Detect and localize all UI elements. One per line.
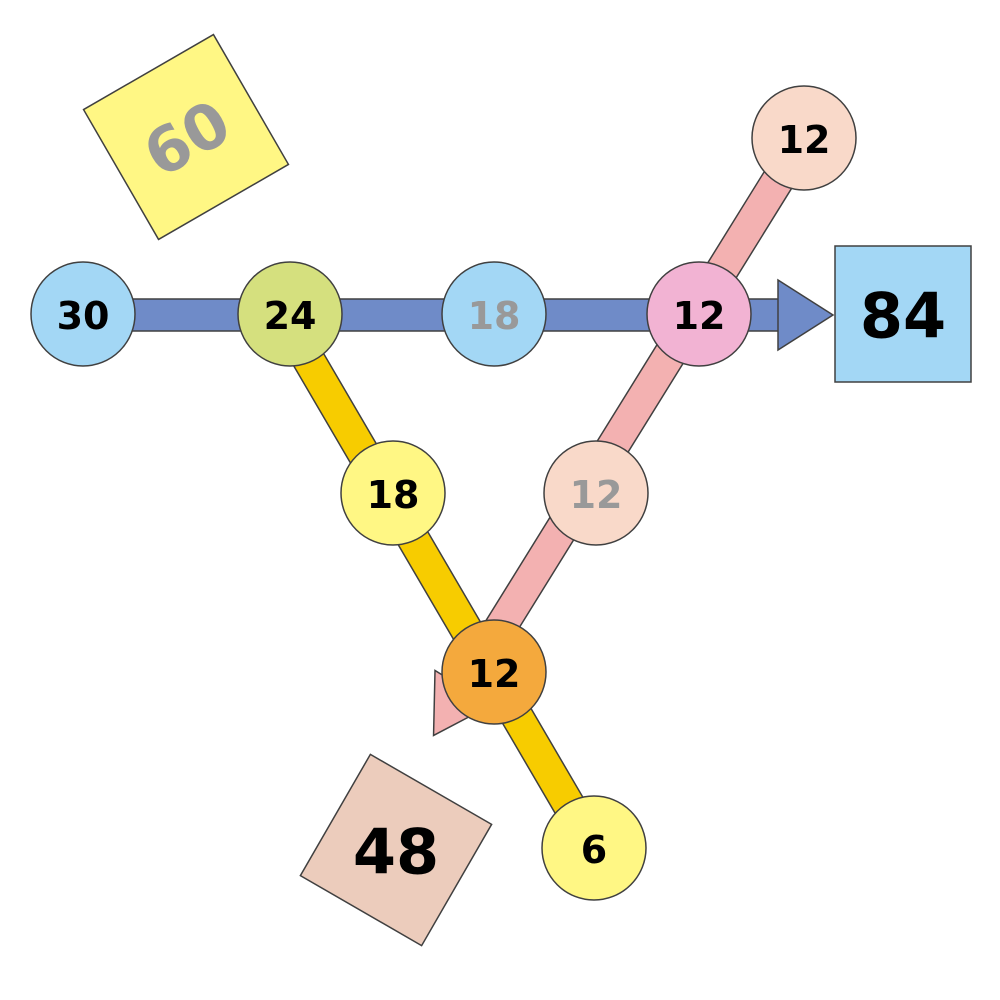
circle-pink-mid-value: 12 — [570, 473, 623, 517]
circle-blue-yellow-crossing-value: 24 — [264, 294, 317, 338]
circle-pink-mid: 12 — [543, 440, 649, 546]
box-blue-end: 84 — [834, 245, 972, 383]
circle-yellow-mid: 18 — [340, 440, 446, 546]
pink-arrow-shaft — [446, 128, 819, 700]
arrows-layer — [84, 128, 835, 858]
circle-yellow-start-value: 6 — [581, 828, 607, 872]
yellow-arrow-shaft — [276, 320, 609, 858]
circle-yellow-pink-crossing-value: 12 — [468, 652, 521, 696]
box-yellow-end: 60 — [82, 33, 290, 241]
blue-arrow-head — [777, 278, 835, 352]
circle-blue-start-value: 30 — [57, 294, 110, 338]
circle-blue-yellow-crossing: 24 — [237, 261, 343, 367]
box-blue-end-value: 84 — [860, 280, 946, 353]
circle-pink-start-value: 12 — [778, 118, 831, 162]
circle-pink-start: 12 — [751, 85, 857, 191]
circle-blue-start: 30 — [30, 261, 136, 367]
circle-yellow-start: 6 — [541, 795, 647, 901]
circle-yellow-mid-value: 18 — [367, 473, 420, 517]
circles-layer: 30 24 18 12 12 12 18 12 — [30, 85, 857, 901]
circle-blue-mid: 18 — [441, 261, 547, 367]
boxes-layer: 60 84 48 — [82, 33, 972, 947]
circle-blue-pink-crossing-value: 12 — [673, 294, 726, 338]
circle-blue-mid-value: 18 — [468, 294, 521, 338]
circle-yellow-pink-crossing: 12 — [441, 619, 547, 725]
circle-blue-pink-crossing: 12 — [646, 261, 752, 367]
box-pink-end-value: 48 — [353, 816, 439, 889]
box-pink-end: 48 — [299, 753, 493, 947]
